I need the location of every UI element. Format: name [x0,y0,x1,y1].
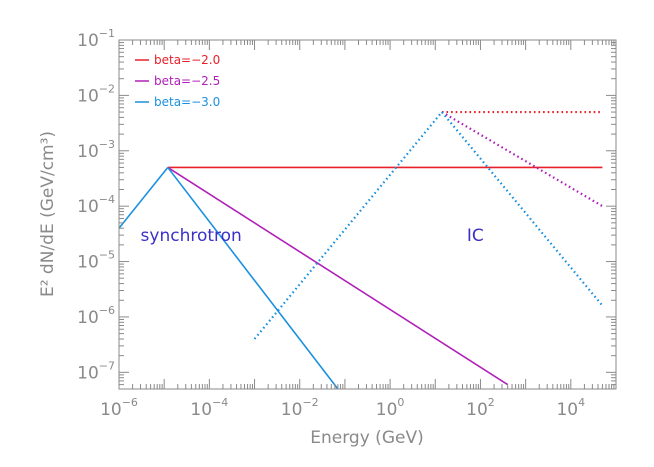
ticks-layer [118,39,617,390]
x-tick-label: 10−4 [190,396,228,420]
y-tick-label: 10−2 [77,82,115,106]
x-tick-label: 102 [466,396,495,420]
y-tick-label: 10−6 [77,304,115,328]
legend-label: beta=−2.0 [154,53,220,67]
x-tick-label: 10−2 [281,396,319,420]
x-tick-label: 100 [376,396,405,420]
y-tick-label: 10−7 [77,359,115,383]
x-axis-title: Energy (GeV) [310,428,423,448]
annotation-ic: IC [467,226,484,246]
y-axis-title: E² dN/dE (GeV/cm³) [38,131,58,297]
tick-labels-layer: 10−6 10−4 10−2 100 102 104 10−7 10−6 10−5 10−4 10−… [77,27,585,420]
series-layer [119,110,604,389]
x-tick-label: 104 [556,396,585,420]
series-line-synchrotron-2 [167,166,509,386]
series-line-ic-4 [253,111,443,340]
legend-label: beta=−2.5 [154,74,220,88]
x-tick-label: 10−6 [100,396,138,420]
y-tick-label: 10−5 [77,249,115,273]
series-line-synchrotron-3 [167,166,339,389]
series-line-ic-6 [441,111,603,208]
series-line-synchrotron-0 [119,166,169,229]
y-tick-label: 10−4 [77,193,115,217]
annotation-synchrotron: synchrotron [141,226,242,246]
legend: beta=−2.0 beta=−2.5 beta=−3.0 [135,53,220,109]
y-tick-label: 10−1 [77,27,115,51]
legend-label: beta=−3.0 [154,95,220,109]
series-line-ic-7 [441,111,604,307]
y-tick-label: 10−3 [77,138,115,162]
annotations: synchrotron IC [141,226,484,246]
plot-frame [118,39,617,390]
